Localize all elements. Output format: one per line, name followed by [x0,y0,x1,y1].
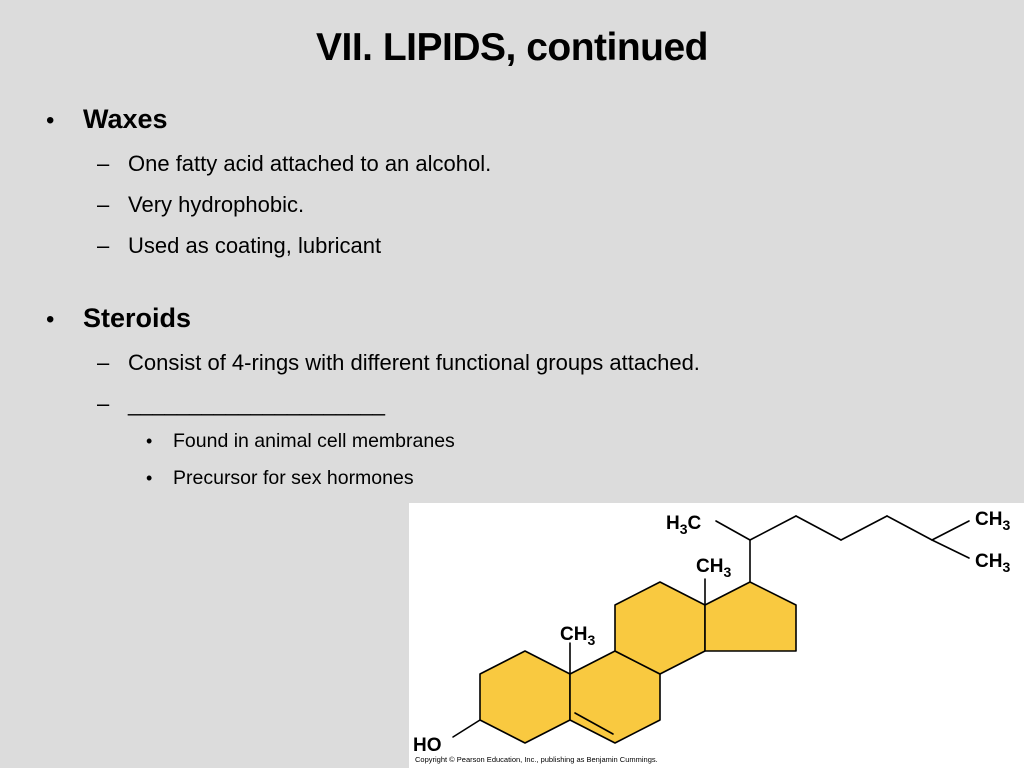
side-chain-bond [840,515,888,541]
double-bond [574,712,614,735]
label-ch3-top: CH3 [975,509,1010,533]
side-chain-bond [795,515,842,541]
dash-marker: – [97,192,110,217]
waxes-item-3: – Used as coating, lubricant [97,233,381,259]
slide-title: VII. LIPIDS, continued [315,26,709,69]
steroids-subitem-1: • Found in animal cell membranes [146,430,455,453]
bullet-marker: • [146,468,153,488]
waxes-item-text: Used as coating, lubricant [128,233,382,258]
label-ch3-cd: CH3 [696,556,731,580]
waxes-item-text: Very hydrophobic. [128,192,305,217]
steroids-subitem-text: Precursor for sex hormones [173,467,414,489]
ring-d [704,581,797,652]
side-chain-bond [749,515,797,541]
ho-bond [452,719,481,738]
cholesterol-structure-figure: H3C CH3 CH3 CH3 CH3 HO Copyright © Pears… [409,503,1024,768]
steroids-subitem-2: • Precursor for sex hormones [146,467,414,490]
waxes-item-2: – Very hydrophobic. [97,192,304,218]
steroids-subitem-text: Found in animal cell membranes [173,430,455,452]
steroids-item-text: Consist of 4-rings with different functi… [128,350,700,375]
cholesterol-structure-svg: H3C CH3 CH3 CH3 CH3 HO Copyright © Pears… [413,509,1010,764]
bullet-marker: • [146,431,153,451]
section-heading-waxes: Waxes [83,104,168,134]
bullet-steroids: • Steroids [46,303,191,334]
side-chain-bond [931,539,970,559]
side-chain-bond [715,520,751,541]
fill-in-blank: _____________________ [128,391,385,416]
dash-marker: – [97,350,110,375]
label-ch3-bottom: CH3 [975,551,1010,575]
section-heading-steroids: Steroids [83,303,192,333]
bullet-marker: • [46,107,55,134]
bullet-waxes: • Waxes [46,104,168,135]
waxes-item-text: One fatty acid attached to an alcohol. [128,151,492,176]
label-ch3-ab: CH3 [560,624,595,648]
copyright-text: Copyright © Pearson Education, Inc., pub… [415,755,658,764]
ring-a [479,650,571,744]
side-chain-bond [886,515,933,541]
dash-marker: – [97,151,110,176]
steroids-item-2-blank: – _____________________ [97,391,385,417]
waxes-item-1: – One fatty acid attached to an alcohol. [97,151,491,177]
steroids-item-1: – Consist of 4-rings with different func… [97,350,700,376]
label-ho: HO [413,735,442,756]
steroid-rings [479,581,797,744]
bullet-marker: • [46,306,55,333]
dash-marker: – [97,233,110,258]
side-chain-bond [931,520,970,541]
label-h3c: H3C [666,513,702,537]
bonds [452,515,970,738]
dash-marker: – [97,391,110,416]
